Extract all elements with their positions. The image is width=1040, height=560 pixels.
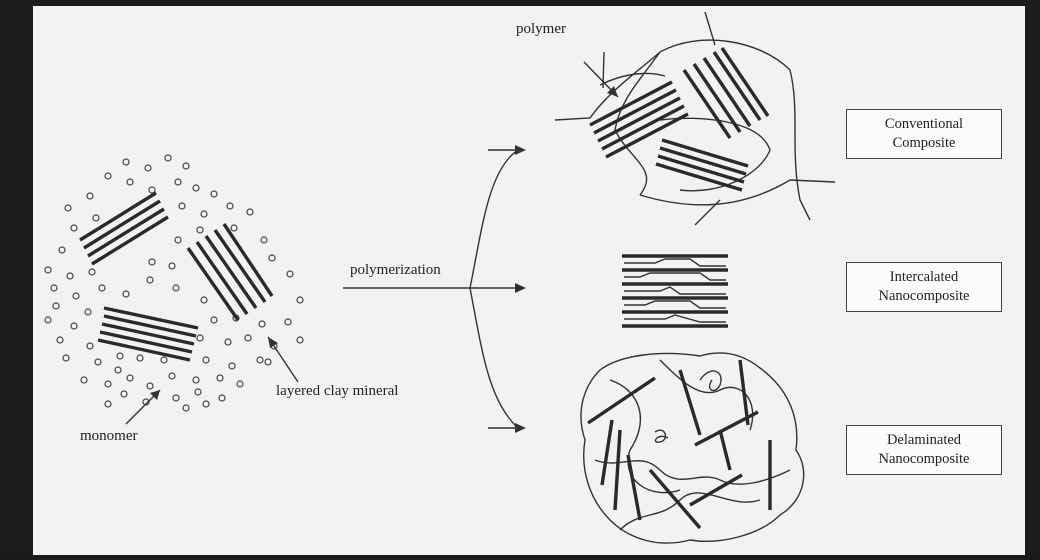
conventional-composite-box: Conventional Composite	[846, 109, 1002, 159]
intercalated-nanocomposite-box: Intercalated Nanocomposite	[846, 262, 1002, 312]
polymerization-label: polymerization	[350, 262, 441, 279]
layered-clay-label: layered clay mineral	[276, 383, 398, 400]
intercalated-line2: Nanocomposite	[847, 287, 1001, 306]
polymer-label: polymer	[516, 21, 566, 38]
delaminated-nanocomposite-box: Delaminated Nanocomposite	[846, 425, 1002, 475]
conventional-line1: Conventional	[847, 115, 1001, 134]
delaminated-line1: Delaminated	[847, 431, 1001, 450]
conventional-line2: Composite	[847, 134, 1001, 153]
delaminated-line2: Nanocomposite	[847, 450, 1001, 469]
monomer-label: monomer	[80, 428, 138, 445]
intercalated-line1: Intercalated	[847, 268, 1001, 287]
